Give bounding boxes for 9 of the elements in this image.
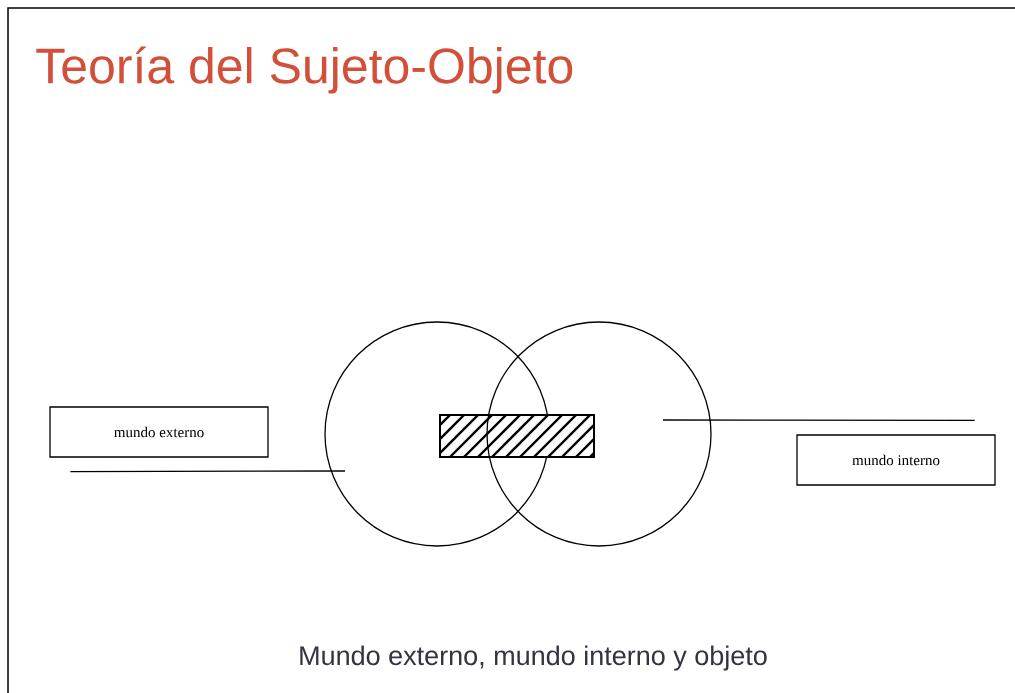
leader-line — [662, 419, 976, 421]
leader-line — [69, 470, 346, 473]
caption: Mundo externo, mundo interno y objeto — [300, 645, 767, 671]
label-box: mundo interno — [796, 434, 996, 486]
label-box: mundo externo — [49, 406, 269, 458]
circle — [324, 321, 550, 547]
circle — [486, 321, 712, 547]
slide-title: Teoría del Sujeto-Objeto — [36, 46, 573, 94]
hatched-bar — [439, 414, 595, 458]
